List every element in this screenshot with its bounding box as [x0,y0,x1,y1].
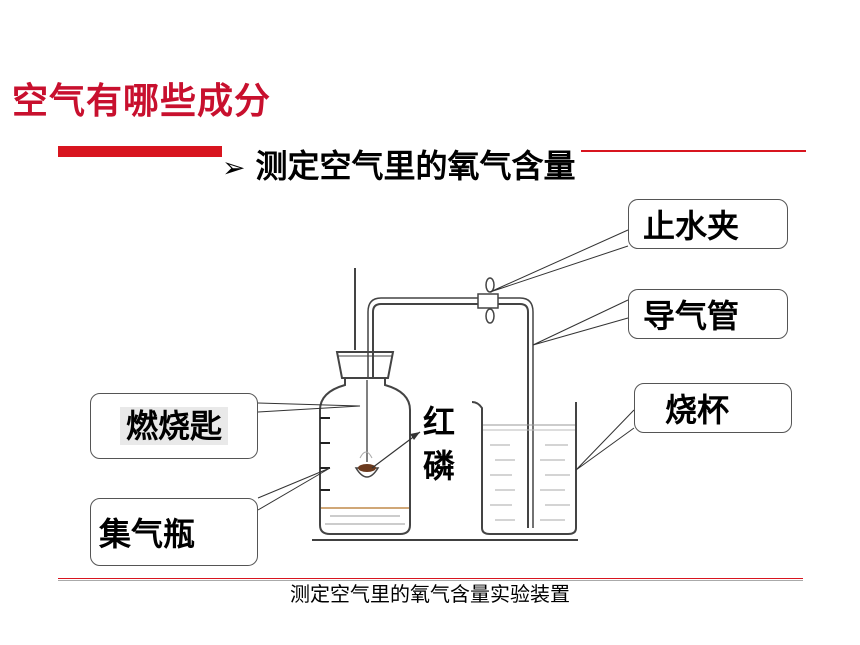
label-clamp: 止水夹 [628,199,788,249]
bullet-arrow-icon: ➢ [222,151,246,184]
leader-spoon [257,402,361,413]
label-clamp-text: 止水夹 [643,207,740,245]
collecting-bottle [319,378,411,535]
stopper [335,351,395,379]
caption-line-red [58,578,803,579]
label-spoon-text: 燃烧匙 [119,407,228,445]
label-bottle-text: 集气瓶 [99,515,196,553]
leader-tube [532,299,629,346]
label-tube: 导气管 [628,289,788,339]
label-phosphorus: 红磷 [423,403,456,485]
label-spoon: 燃烧匙 [90,393,258,459]
leader-beaker [575,409,635,471]
red-phosphorus-mark [358,464,376,472]
label-tube-text: 导气管 [643,297,740,335]
water-clamp [477,293,499,309]
leader-bottle [257,467,331,511]
label-beaker-text: 烧杯 [665,391,730,429]
title-underline-thick [58,146,258,157]
label-beaker: 烧杯 [634,383,792,433]
gas-tube [372,303,529,528]
subtitle-text: 测定空气里的氧气含量 [255,147,576,185]
label-bottle: 集气瓶 [90,498,258,566]
leader-clamp [489,229,629,293]
figure-caption: 测定空气里的氧气含量实验装置 [290,582,570,606]
beaker [471,401,577,535]
phosphorus-arrow [371,431,421,469]
slide-title: 空气有哪些成分 [12,81,272,122]
subtitle: ➢ 测定空气里的氧气含量 [222,141,582,187]
caption-line-gray [58,580,803,581]
